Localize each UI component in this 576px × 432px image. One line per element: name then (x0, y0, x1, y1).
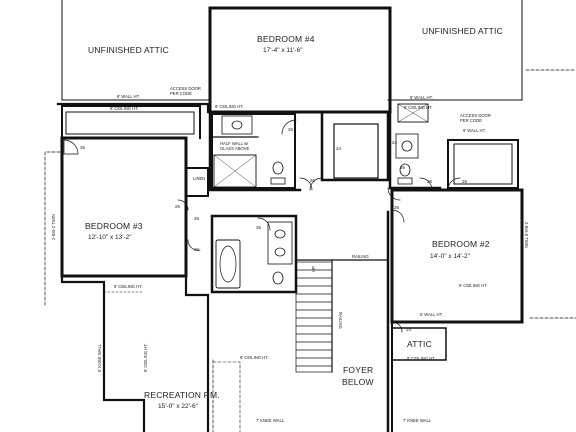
recreation-walls (60, 274, 146, 432)
ceiling-vert: 9' CEILING HT. (143, 343, 148, 373)
door-label: 26 (256, 225, 262, 230)
access-door-left-2: PER CODE (170, 91, 192, 96)
half-wall-2: GLASS ABOVE (220, 146, 250, 151)
rec-right (184, 274, 210, 432)
door-swings (63, 119, 461, 333)
recreation-dim: 15'-0" x 22'-6" (158, 403, 198, 410)
door-label: 26 (175, 204, 181, 209)
knee-wall-right: 7' KNEE WALL (403, 418, 432, 423)
bedroom2 (390, 188, 524, 324)
ceiling-9-rec: 9' CEILING HT. (240, 355, 269, 360)
window-left-label: 2-8x5-2 TWIN (51, 214, 56, 240)
access-door-right-1: ACCESS DOOR (460, 113, 491, 118)
bedroom2-dim: 14'-0" x 14'-2" (430, 253, 470, 260)
bedroom4-label: BEDROOM #4 (257, 34, 315, 44)
toilet-upper (272, 161, 284, 175)
bedroom3 (60, 136, 188, 278)
linen-label: LINEN (193, 176, 206, 181)
door-label: 26 (80, 145, 86, 150)
wall-ht-8-right: 8' WALL HT. (410, 95, 433, 100)
attic-left-label: UNFINISHED ATTIC (88, 45, 169, 55)
door-label: 26 (400, 165, 406, 170)
ceiling-9-b2: 9' CEILING HT. (459, 283, 488, 288)
tub (215, 239, 241, 289)
door-label: 26 (427, 179, 433, 184)
window-right-label: 2-8x5-0 TWIN (524, 222, 529, 248)
ceiling-9-mid: 9' CEILING HT. (215, 104, 244, 109)
wall-ht-8-left: 8' WALL HT. (117, 94, 140, 99)
wall-ht-5: 5' WALL HT. (420, 312, 443, 317)
sink-bowl (231, 120, 243, 130)
attic-right-label: UNFINISHED ATTIC (422, 26, 503, 36)
ceiling-9-b3: 9' CEILING HT. (114, 284, 143, 289)
door-label: 26 (194, 247, 200, 252)
attic-small-label: ATTIC (407, 339, 432, 349)
bedroom3-dim: 12'-10" x 13'-2" (88, 234, 132, 241)
half-wall-1: HALF WALL w/ (220, 141, 249, 146)
railing-side-label: RAILING (338, 312, 343, 329)
linen-box (185, 167, 209, 197)
bedroom4-walls (208, 6, 392, 114)
door-label: 26 (310, 178, 316, 183)
ceiling-9-attic: 9' CEILING HT. (407, 356, 436, 361)
bedroom4-lower-wall (208, 110, 302, 192)
door-label: 26 (462, 179, 468, 184)
toilet-lower (272, 271, 284, 285)
bedroom4-closet (320, 110, 390, 182)
knee-wall-vert: 5' KNEE WALL (97, 343, 102, 372)
door-label: 26 (394, 205, 400, 210)
shower-right (397, 103, 429, 123)
bedroom3-closet (61, 105, 201, 139)
attic-outline-right (387, 0, 523, 101)
bath-right (388, 98, 442, 190)
bath-upper (211, 113, 296, 189)
attic-outline-left (61, 0, 211, 101)
railing-top-label: RAILING (352, 254, 369, 259)
ceiling-9-left: 9' CEILING HT. (110, 106, 139, 111)
wall-ht-9-right: 9' WALL HT. (463, 128, 486, 133)
vanity-sink (221, 115, 253, 135)
foyer-below-label: BELOW (342, 377, 374, 387)
door-label: 24 (392, 140, 398, 145)
bedroom2-label: BEDROOM #2 (432, 239, 490, 249)
vanity-lower (267, 221, 293, 265)
shower (213, 154, 257, 188)
closet-box (333, 123, 379, 179)
door-label: 24 (336, 146, 342, 151)
attic-right-box (391, 327, 447, 361)
up-label: UP (311, 266, 316, 272)
bedroom3-walls (56, 102, 210, 114)
door-label: 26 (194, 216, 200, 221)
toilet-right (399, 163, 411, 177)
foyer-label: FOYER (343, 365, 374, 375)
access-door-left-1: ACCESS DOOR (170, 86, 201, 91)
bedroom3-label: BEDROOM #3 (85, 221, 143, 231)
bedroom4-dim: 17'-4" x 11'-6" (263, 47, 303, 54)
bath-lower (210, 214, 298, 294)
closet-right (447, 139, 519, 189)
access-door-right-2: PER CODE (460, 118, 482, 123)
door-label: 26 (288, 127, 294, 132)
dashed-outline-rec (212, 361, 241, 432)
staircase (295, 261, 333, 373)
ceiling-9-right: 9' CEILING HT. (404, 105, 433, 110)
vanity-right (395, 133, 419, 159)
door-label: 24 (406, 327, 412, 332)
dashed-outline-left (44, 151, 63, 306)
knee-wall-left: 7' KNEE WALL (256, 418, 285, 423)
recreation-label: RECREATION RM. (144, 390, 220, 400)
